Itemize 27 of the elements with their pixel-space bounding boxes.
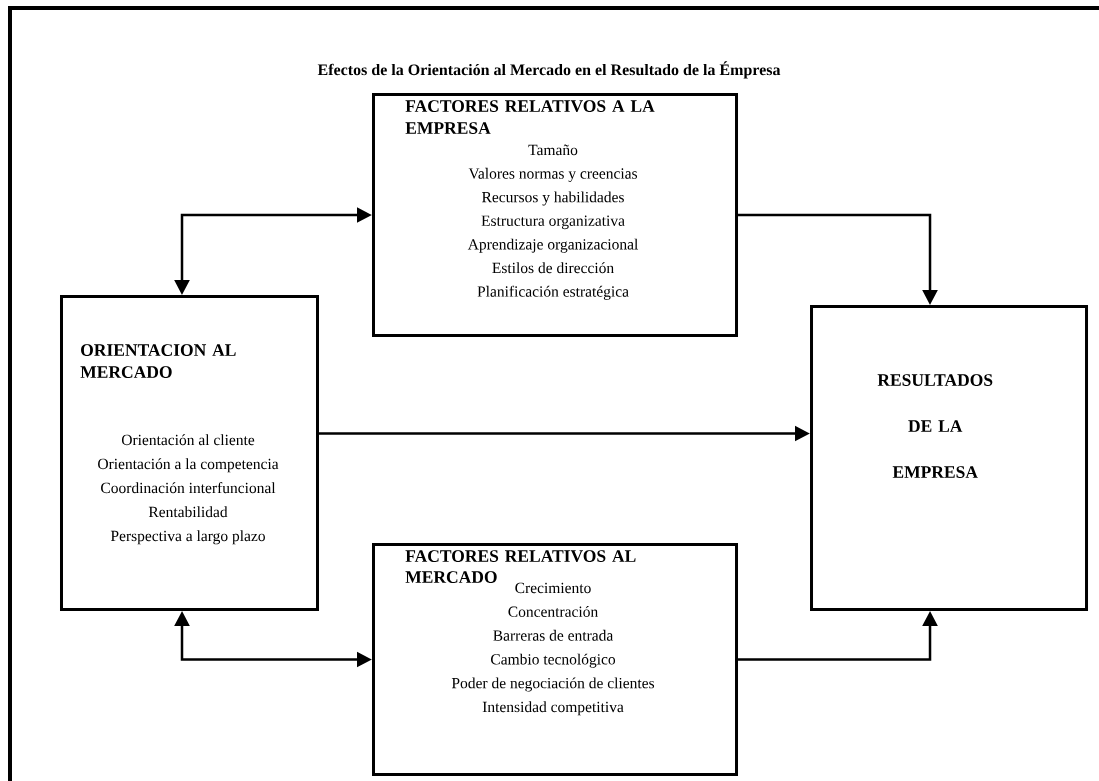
list-item: Tamaño: [528, 144, 578, 156]
title: Efectos de la Orientación al Mercado en el Resultado de la Émpresa: [317, 61, 781, 79]
list-item: Rentabilidad: [148, 506, 228, 518]
list-item: Valores normas y creencias: [468, 167, 638, 182]
list-item: Poder de negociación de clientes: [451, 677, 655, 692]
list-item: Perspectiva a largo plazo: [110, 530, 265, 545]
process-box: [372, 93, 738, 337]
list-item: Planificación estratégica: [477, 285, 629, 300]
list-item: Crecimiento: [515, 582, 591, 594]
box-heading: RESULTADOS DE LA EMPRESA: [877, 374, 993, 478]
process-box: [60, 295, 319, 611]
list-item: Orientación al cliente: [121, 434, 255, 446]
list-item: Barreras de entrada: [493, 629, 614, 641]
box-heading: ORIENTACION AL MERCADO: [80, 344, 236, 378]
list-item: Estructura organizativa: [481, 215, 625, 230]
list-item: Aprendizaje organizacional: [467, 238, 638, 253]
process-box: [372, 543, 738, 776]
list-item: Cambio tecnológico: [491, 653, 616, 668]
list-item: Concentración: [508, 606, 598, 617]
list-item: Estilos de dirección: [492, 262, 614, 274]
list-item: Coordinación interfuncional: [101, 482, 276, 494]
box-heading: FACTORES RELATIVOS A LA EMPRESA: [405, 100, 655, 134]
list-item: Recursos y habilidades: [482, 191, 624, 206]
list-item: Intensidad competitiva: [482, 701, 624, 716]
box-heading: FACTORES RELATIVOS AL MERCADO: [405, 550, 636, 583]
list-item: Orientación a la competencia: [98, 458, 279, 473]
process-box: [810, 305, 1088, 611]
